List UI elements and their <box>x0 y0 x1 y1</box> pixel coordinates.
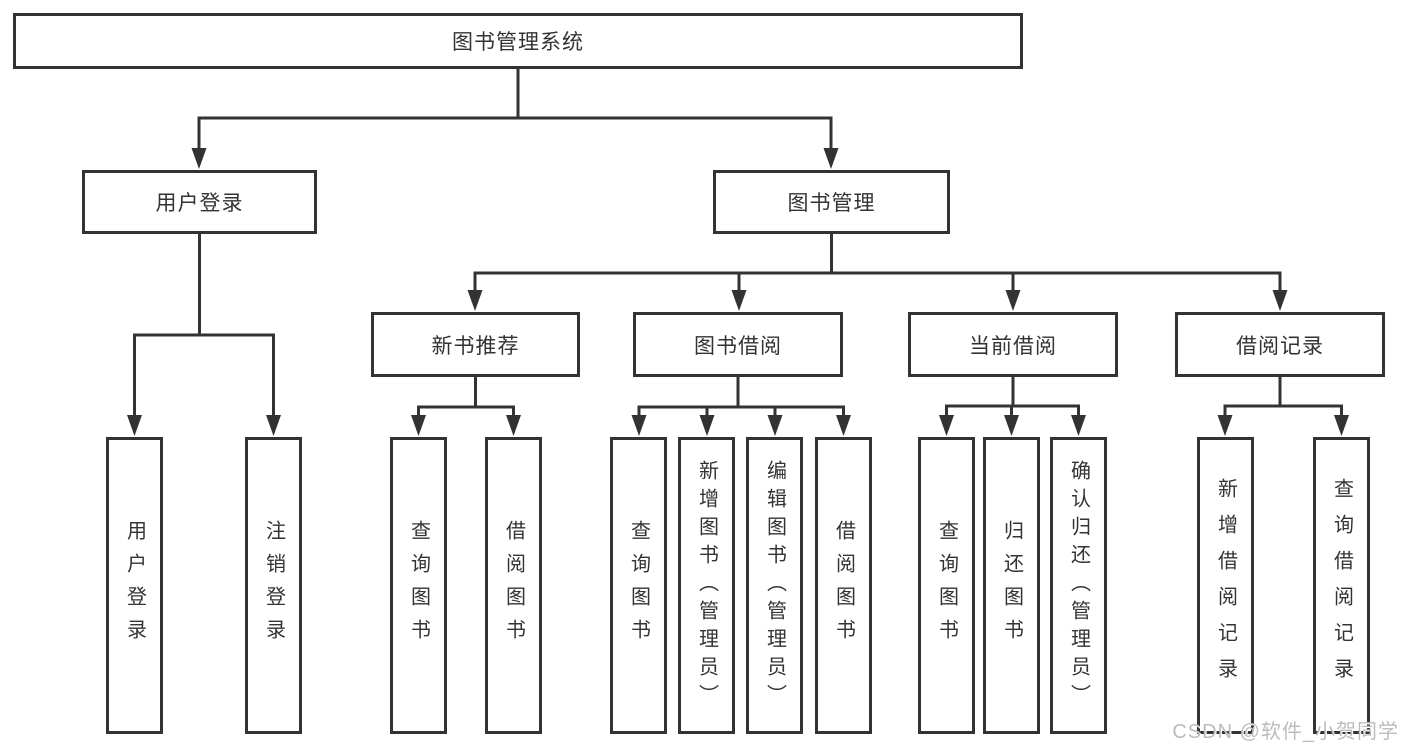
leaf-add-borrow-record-label: 新增借阅记录 <box>1214 477 1237 694</box>
connector-root-branch <box>197 69 833 150</box>
leaf-query-books-newbook: 查询图书 <box>390 437 447 734</box>
leaf-logout-label: 注销登录 <box>262 519 285 652</box>
arrow-icon <box>767 415 783 436</box>
leaf-query-borrow-record: 查询借阅记录 <box>1313 437 1370 734</box>
node-book-borrowing: 图书借阅 <box>633 312 843 377</box>
node-book-management-label: 图书管理 <box>787 192 876 215</box>
connector-new-book-branch <box>417 377 515 417</box>
leaf-query-books-current-label: 查询图书 <box>935 519 958 652</box>
leaf-return-books: 归还图书 <box>983 437 1040 734</box>
leaf-borrow-books-newbook-label: 借阅图书 <box>502 519 525 652</box>
connector-book-management-branch <box>473 234 1282 292</box>
node-book-borrowing-label: 图书借阅 <box>694 334 782 358</box>
arrow-icon <box>823 148 839 169</box>
leaf-logout: 注销登录 <box>245 437 302 734</box>
leaf-borrow-books-borrow-label: 借阅图书 <box>832 519 855 652</box>
arrow-icon <box>939 415 954 436</box>
leaf-edit-book-admin-label: 编辑图书（管理员） <box>763 459 786 712</box>
arrow-icon <box>266 415 281 436</box>
leaf-user-login-label: 用户登录 <box>123 519 146 652</box>
arrow-icon <box>1272 290 1288 311</box>
node-user-login: 用户登录 <box>82 170 317 234</box>
leaf-confirm-return-admin-label: 确认归还（管理员） <box>1067 459 1090 712</box>
arrow-icon <box>506 415 521 436</box>
leaf-borrow-books-borrow: 借阅图书 <box>815 437 872 734</box>
arrow-icon <box>191 148 207 169</box>
arrow-icon <box>631 415 647 436</box>
arrow-icon <box>1004 415 1019 436</box>
leaf-edit-book-admin: 编辑图书（管理员） <box>746 437 803 734</box>
node-current-borrowing: 当前借阅 <box>908 312 1118 377</box>
connector-current-borrow-branch <box>945 377 1080 417</box>
connector-borrow-record-branch <box>1223 377 1343 417</box>
arrow-icon <box>699 415 715 436</box>
leaf-query-borrow-record-label: 查询借阅记录 <box>1330 477 1353 694</box>
leaf-add-book-admin: 新增图书（管理员） <box>678 437 735 734</box>
arrow-icon <box>1217 415 1233 436</box>
node-book-management: 图书管理 <box>713 170 950 234</box>
node-current-borrowing-label: 当前借阅 <box>969 334 1057 358</box>
leaf-query-books-borrow-label: 查询图书 <box>627 519 650 652</box>
node-borrow-records: 借阅记录 <box>1175 312 1385 377</box>
arrow-icon <box>127 415 142 436</box>
leaf-borrow-books-newbook: 借阅图书 <box>485 437 542 734</box>
leaf-user-login: 用户登录 <box>106 437 163 734</box>
arrow-icon <box>1071 415 1086 436</box>
watermark-text: CSDN @软件_小贺同学 <box>1172 721 1399 743</box>
arrow-heads <box>127 148 1349 436</box>
arrow-icon <box>836 415 851 436</box>
node-borrow-records-label: 借阅记录 <box>1236 334 1324 358</box>
arrow-icon <box>1005 290 1021 311</box>
leaf-query-books-newbook-label: 查询图书 <box>407 519 430 652</box>
arrow-icon <box>1334 415 1349 436</box>
leaf-confirm-return-admin: 确认归还（管理员） <box>1050 437 1107 734</box>
leaf-add-borrow-record: 新增借阅记录 <box>1197 437 1254 734</box>
arrow-icon <box>731 290 747 311</box>
node-root-label: 图书管理系统 <box>452 31 584 54</box>
arrow-icon <box>411 415 426 436</box>
arrow-icon <box>467 290 483 311</box>
node-new-book-recommend-label: 新书推荐 <box>431 334 520 358</box>
leaf-add-book-admin-label: 新增图书（管理员） <box>695 459 718 712</box>
connector-user-login-branch <box>133 234 275 417</box>
leaf-query-books-borrow: 查询图书 <box>610 437 667 734</box>
node-root: 图书管理系统 <box>13 13 1023 69</box>
leaf-query-books-current: 查询图书 <box>918 437 975 734</box>
node-user-login-label: 用户登录 <box>155 192 244 215</box>
connector-book-borrow-branch <box>637 377 845 417</box>
node-new-book-recommend: 新书推荐 <box>371 312 580 377</box>
leaf-return-books-label: 归还图书 <box>1000 519 1023 652</box>
